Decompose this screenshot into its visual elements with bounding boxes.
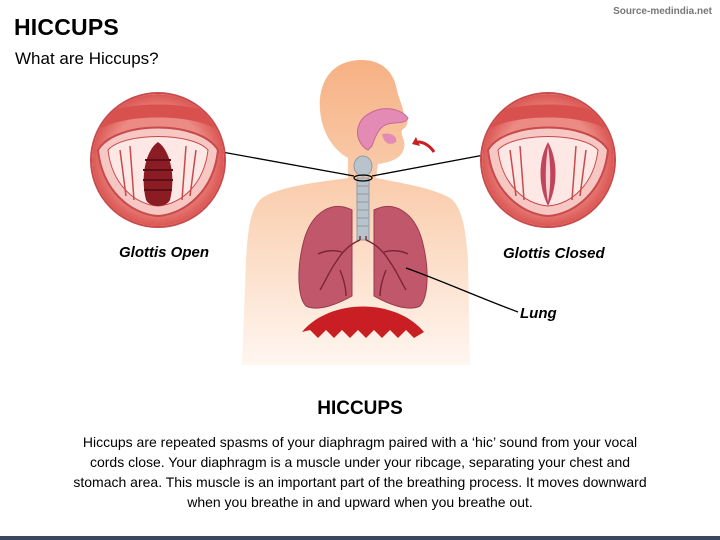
hiccups-diagram <box>90 60 616 365</box>
page-title: HICCUPS <box>14 14 119 40</box>
lung-label: Lung <box>520 305 557 322</box>
pointer-lines <box>221 151 519 313</box>
nasal-passage-icon <box>357 108 409 151</box>
description-text: Hiccups are repeated spasms of your diap… <box>73 434 647 510</box>
glottis-closed-icon <box>480 92 616 228</box>
glottis-open-icon <box>90 92 226 228</box>
source-credit: Source-medindia.net <box>613 6 712 17</box>
glottis-open-label: Glottis Open <box>119 244 209 261</box>
airflow-arrow-icon <box>417 140 436 153</box>
diaphragm-icon <box>302 306 424 338</box>
trachea-icon <box>353 155 373 241</box>
page-subtitle: What are Hiccups? <box>15 49 159 68</box>
glottis-closed-label: Glottis Closed <box>503 245 605 262</box>
footer-bar <box>0 536 720 540</box>
section-heading: HICCUPS <box>317 398 403 419</box>
lungs-icon <box>298 206 428 309</box>
